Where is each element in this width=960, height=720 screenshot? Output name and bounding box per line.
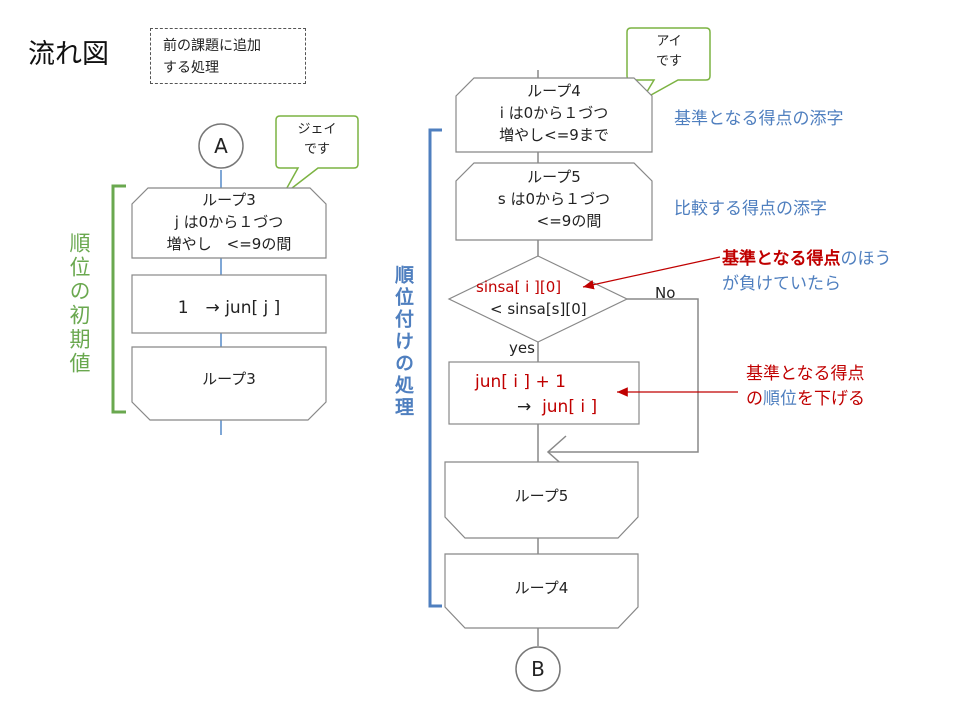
loop3-start-shape	[131, 187, 327, 259]
loop5-start: ループ5 s は0から１づつ <=9の間	[456, 166, 652, 232]
decision-line-1: sinsa[ i ][0]	[476, 278, 562, 296]
process-note-part-c: を下げる	[797, 389, 865, 409]
loop4-start-line-1: ループ4	[527, 82, 581, 100]
note-line-1: 前の課題に追加	[163, 38, 261, 54]
right-callout: アイ です	[629, 32, 709, 72]
right-process-line-2: jun[ i ]	[542, 397, 598, 417]
note-line-2: する処理	[163, 60, 219, 76]
loop5-start-line-3: <=9の間	[536, 212, 602, 230]
right-process-line-1: jun[ i ] + 1	[475, 372, 566, 392]
loop3-end-label: ループ3	[202, 370, 256, 388]
right-brace	[428, 128, 442, 608]
loop3-start-line-3: 増やし <=9の間	[166, 235, 292, 253]
loop4-start-line-2: i は0から１づつ	[499, 104, 609, 122]
connector-a-label: A	[214, 134, 228, 158]
connector-b-label: B	[531, 657, 545, 681]
loop4-start-shape	[455, 77, 653, 153]
right-callout-line-1: アイ	[656, 34, 682, 49]
loop5-note: 比較する得点の添字	[674, 199, 827, 219]
decision-note-bold: 基準となる得点	[722, 249, 841, 269]
decision-note: 基準となる得点のほう が負けていたら	[722, 247, 892, 297]
loop5-start-line-1: ループ5	[527, 168, 581, 186]
decision-text: sinsa[ i ][0] < sinsa[s][0]	[476, 276, 587, 320]
left-process-text: 1 → jun[ j ]	[177, 298, 281, 318]
right-process-text: jun[ i ] + 1 → jun[ i ]	[475, 370, 597, 420]
right-process-shape	[448, 361, 640, 425]
right-callout-shape	[626, 27, 711, 103]
loop5-end-shape	[444, 461, 639, 539]
left-callout: ジェイ です	[278, 120, 356, 160]
yes-label: yes	[509, 339, 535, 357]
process-note: 基準となる得点 の順位を下げる	[746, 362, 865, 412]
loop4-note: 基準となる得点の添字	[674, 109, 844, 129]
connector-b-shape	[515, 646, 561, 692]
loop5-start-shape	[455, 162, 653, 241]
no-branch-line	[548, 298, 699, 453]
left-brace	[111, 184, 126, 414]
process-note-part-a: の	[746, 389, 763, 409]
loop3-start-line-2: j は0から１づつ	[174, 213, 284, 231]
loop5-end-label: ループ5	[514, 487, 569, 505]
left-callout-line-2: です	[303, 142, 330, 157]
no-label: No	[655, 284, 676, 302]
right-brace-label: 順位付けの処理	[392, 265, 414, 419]
left-callout-line-1: ジェイ	[297, 122, 337, 137]
loop4-end-shape	[444, 553, 639, 629]
loop3-end-shape	[131, 346, 327, 421]
loop4-end-label: ループ4	[514, 579, 569, 597]
left-callout-shape	[275, 115, 359, 196]
process-note-part-b: 順位	[763, 389, 797, 409]
connector-a-shape	[198, 123, 244, 169]
loop3-start-line-1: ループ3	[202, 191, 256, 209]
right-process-arrow: →	[517, 397, 532, 417]
decision-note-arrow	[582, 256, 721, 290]
note-box: 前の課題に追加 する処理	[150, 28, 306, 84]
loop5-start-line-2: s は0から１づつ	[497, 190, 611, 208]
loop3-start: ループ3 j は0から１づつ 増やし <=9の間	[132, 189, 326, 255]
loop4-start-line-3: 増やし<=9まで	[499, 126, 609, 144]
decision-note-tail: のほう	[840, 249, 892, 269]
left-brace-label: 順位の初期値	[67, 232, 91, 376]
process-note-line-1: 基準となる得点	[746, 364, 865, 384]
left-process-shape	[131, 274, 327, 334]
right-callout-line-2: です	[655, 54, 682, 69]
page-title: 流れ図	[28, 39, 109, 70]
loop4-start: ループ4 i は0から１づつ 増やし<=9まで	[456, 80, 652, 146]
decision-note-line-2: が負けていたら	[722, 274, 841, 294]
decision-shape	[447, 255, 629, 343]
decision-line-2: < sinsa[s][0]	[490, 300, 587, 318]
